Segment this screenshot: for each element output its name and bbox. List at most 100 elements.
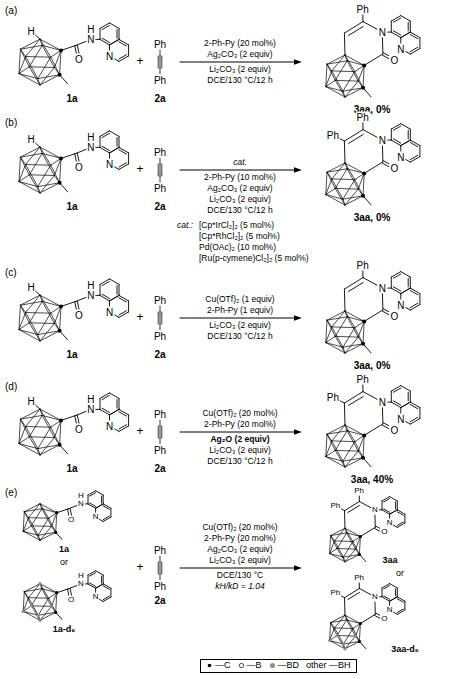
reagent-text: DCE/130 °C [216, 571, 264, 580]
amide-quinoline-bonds [31, 393, 129, 454]
panel-letter: (b) [4, 117, 18, 128]
atom-label: Ph [356, 3, 370, 14]
plus-sign: + [135, 55, 144, 68]
atom-label: H [26, 134, 35, 145]
atom-label: N [92, 513, 100, 522]
atom-label: O [74, 162, 84, 173]
reaction-arrow [180, 170, 297, 171]
atom-label: Ph [326, 391, 340, 402]
atom-label: N [378, 135, 387, 146]
atom-label: O [380, 528, 388, 537]
plus-sign: + [135, 425, 144, 438]
amide-quinoline-bonds [31, 279, 129, 340]
atom-label: H [86, 24, 95, 35]
alkyne-bonds [158, 306, 162, 330]
reagent-text: Ag₂CO₃ (2 equiv) [206, 50, 273, 59]
alkyne-bonds [158, 420, 162, 444]
atom-label: O [389, 311, 399, 322]
product-ring-bonds [333, 379, 420, 467]
atom-label: Ph [353, 487, 365, 496]
atom-label: Ph [356, 373, 370, 384]
compound-label: 3aa-d₅ [390, 645, 420, 655]
panel-letter: (a) [4, 5, 18, 16]
reagent-text: Ag₂CO₃ (2 equiv) [206, 184, 273, 193]
carborane-cage [23, 504, 57, 541]
atom-label: N [105, 306, 114, 317]
arrow-head [294, 167, 302, 173]
atom-label: Ph [153, 581, 167, 592]
product-ring-bonds [344, 265, 420, 353]
compound-label: 3aa, 0% [353, 212, 392, 223]
legend-dot [270, 663, 275, 668]
or-text: or [395, 569, 405, 579]
atom-label: Ph [153, 295, 167, 306]
atom-label: O [74, 424, 84, 435]
legend-text: —BD [278, 661, 300, 671]
reagent-text: Li₂CO₃ (2 equiv) [208, 321, 272, 330]
b-d-vertex [38, 582, 41, 585]
alkyne-bonds [158, 158, 162, 182]
catalyst-text: [Ru(p-cymene)Cl₂]₂ (5 mol%) [198, 254, 310, 263]
atom-label: O [389, 425, 399, 436]
b-d-vertex [50, 605, 53, 608]
reagent-text: DCE/130 °C/12 h [206, 76, 273, 85]
carborane-cage [330, 615, 361, 649]
legend-text: —C [215, 661, 231, 671]
b-d-vertex [22, 610, 25, 613]
atom-label: O [74, 310, 84, 321]
compound-label: 1a-d₆ [52, 625, 77, 635]
compound-label: 2a [153, 349, 166, 360]
reagent-text: DCE/130 °C/12 h [206, 206, 273, 215]
legend-swatch [238, 662, 245, 669]
atom-label: Ph [329, 588, 341, 597]
product-ring-bonds [335, 491, 405, 561]
legend-text: —B [247, 661, 262, 671]
or-text: or [59, 558, 69, 568]
atom-label: H [86, 132, 95, 143]
compound-label: 1a [65, 201, 78, 212]
legend-text: other —BH [306, 661, 351, 671]
legend-dot [239, 664, 243, 668]
atom-label: O [67, 596, 75, 605]
amide-quinoline-bonds [31, 131, 129, 192]
atom-label: N [386, 519, 394, 528]
atom-label: O [389, 163, 399, 174]
catalyst-text: [Cp*IrCl₂]₂ (5 mol%) [198, 221, 275, 230]
atom-label: N [77, 580, 85, 589]
amide-quinoline-bonds [31, 23, 129, 84]
compound-label: 1a [65, 93, 78, 104]
b-d-vertex [37, 614, 40, 617]
legend-item: —C [206, 661, 231, 671]
atom-label: H [26, 396, 35, 407]
legend-item: other —BH [306, 661, 351, 671]
atom-label: Ph [356, 259, 370, 270]
carborane-cage [19, 295, 61, 341]
legend-dot [208, 664, 212, 668]
atom-label: N [86, 290, 95, 301]
legend-item: —B [238, 661, 262, 671]
atom-label: N [396, 413, 405, 424]
b-d-vertex [30, 604, 33, 607]
atom-label: Ph [356, 111, 370, 122]
plus-sign: + [135, 561, 144, 574]
reagent-text: Ag₂CO₃ (2 equiv) [206, 545, 273, 554]
atom-label: Ph [153, 39, 167, 50]
reagent-text: Ag₂O (2 equiv) [209, 435, 270, 444]
arrow-head [294, 429, 302, 435]
product-ring-bonds [344, 9, 420, 97]
atom-label: N [386, 606, 394, 615]
reagent-text: 2-Ph-Py (1 equiv) [206, 306, 274, 315]
compound-label: 2a [153, 93, 166, 104]
atom-label: H [77, 572, 85, 581]
panel-letter: (e) [4, 487, 18, 498]
legend-swatch [206, 662, 213, 669]
panel-letter: (c) [4, 267, 18, 278]
carborane-cage [326, 55, 364, 97]
reaction-arrow [180, 318, 297, 319]
catalyst-text: [Cp*RhCl₂]₂ (5 mol%) [198, 232, 281, 241]
atom-label: N [396, 151, 405, 162]
atom-label: Ph [153, 409, 167, 420]
reagent-text: Li₂CO₃ (2 equiv) [208, 65, 272, 74]
reagent-text: Li₂CO₃ (2 equiv) [208, 556, 272, 565]
